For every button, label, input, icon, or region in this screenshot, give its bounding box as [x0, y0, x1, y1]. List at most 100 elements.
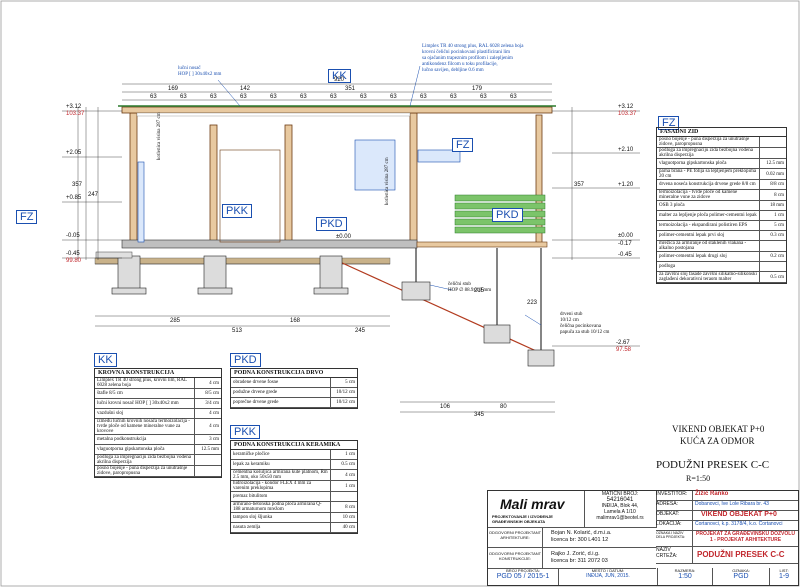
dim-row-h: 63 — [360, 94, 367, 100]
fz-row: za završni sloj fasade završni silikatno… — [657, 271, 786, 283]
fz-row: parna brana - PE folija sa lepljenjem pr… — [657, 168, 786, 180]
tag-fz-mid: FZ — [452, 138, 474, 152]
elev-r1b: 103.37 — [618, 111, 637, 117]
wood-walls — [129, 112, 543, 244]
pkd-row-label: podužne drvene grede — [231, 387, 331, 398]
naziv-proj-value: PROJEKAT ZA GRAĐEVINSKU DOZVOLU 1 - PROJ… — [696, 531, 795, 543]
kk-row-value: 3/4 cm — [194, 398, 221, 409]
elev-e4: -0.05 — [66, 233, 80, 239]
naziv-crt-value: PODUŽNI PRESEK C-C — [697, 550, 785, 559]
dim-row-i: 63 — [390, 94, 397, 100]
dim-top-351: 351 — [345, 86, 356, 92]
fz-row-label: polimer-cementni lepak prvi sloj — [657, 230, 760, 241]
legend-fz: FASADNI ZID posno bojenje - puna disperz… — [656, 127, 787, 284]
roof — [118, 105, 556, 117]
dim-right-223: 223 — [527, 300, 538, 306]
pkd-row-value: 10/12 cm — [330, 397, 357, 408]
kk-row-label: metalna podkonstrukcija — [95, 434, 195, 445]
elev-r7: -2.67 — [616, 340, 630, 346]
fz-row-label: podloga — [657, 261, 760, 272]
kk-row-value — [194, 465, 221, 477]
project-line1: VIKEND OBJEKAT P+0 — [672, 424, 765, 434]
elev-e5: -0.45 — [66, 251, 80, 257]
terrain-slope-line — [339, 261, 546, 356]
fz-row-label: OSB 3 ploča — [657, 200, 760, 211]
foundations — [111, 255, 555, 367]
kk-row-value: 3 cm — [194, 434, 221, 445]
fz-row-value: 5 cm — [759, 220, 786, 231]
elev-r6: -0.45 — [618, 252, 632, 258]
broj-value: PGD 05 / 2015-1 — [496, 573, 550, 580]
fz-row-label: termoizolacija - tvrde ploče od kamene m… — [657, 189, 760, 201]
elev-r4: ±0.00 — [618, 233, 633, 239]
fz-row: podloga za impregnaciju zida bezbojna vo… — [657, 147, 786, 159]
tag-pkd: PKD — [316, 217, 347, 231]
fz-row-label: drvena noseća konstrukcija drvene grede … — [657, 179, 760, 190]
fz-row-value: 8 cm — [759, 189, 786, 201]
dim-pkd-80: 80 — [500, 404, 507, 410]
pkk-row-label: armirano-betonska podna ploča armirana Q… — [231, 501, 331, 513]
objekat-label: OBJEKAT: — [656, 511, 693, 520]
section-scale: R=1:50 — [686, 474, 711, 483]
naziv-crt-label: NAZIV CRTEŽA: — [656, 547, 693, 563]
fz-row: drvena noseća konstrukcija drvene grede … — [657, 179, 786, 190]
elev-r3: +1.20 — [618, 182, 634, 188]
pkk-row-label: cementna košuljica armirana kute platnom… — [231, 469, 331, 481]
fz-row-value: 12.5 mm — [759, 158, 786, 169]
elev-zero: ±0.00 — [336, 234, 351, 240]
legend-pkd-title: PODNA KONSTRUKCIJA DRVO — [231, 369, 357, 378]
dim-right-357: 357 — [574, 182, 585, 188]
pkk-row-value: 10 cm — [330, 512, 357, 523]
elev-e5b: 99.80 — [66, 258, 82, 264]
dim-row-m: 63 — [510, 94, 517, 100]
dim-row-l: 63 — [480, 94, 487, 100]
pkk-row: hidroizolacija - kondor FLEX 4 mm za var… — [231, 480, 357, 492]
fz-row-label: polimer-cementni lepak drugi sloj — [657, 251, 760, 262]
fz-row-value: 0.02 mm — [759, 168, 786, 180]
company-address: INĐIJA, Blok 44, Lamela A 1/10 — [601, 503, 639, 515]
kk-row-value: 8/5 cm — [194, 388, 221, 399]
company-email: malimrav1@beotel.rs — [596, 515, 644, 521]
fz-row-label: mrežica za armiranje od staklenih vlakan… — [657, 240, 760, 252]
pkk-row-label: premaz bitulitom — [231, 491, 331, 502]
fz-row: podloga — [657, 261, 786, 272]
pkk-row-value: 40 cm — [330, 522, 357, 533]
dimension-lines — [77, 83, 573, 413]
lokacija-label: LOKACIJA: — [656, 521, 693, 530]
leaders — [217, 65, 542, 326]
tag-kk: KK — [328, 69, 351, 83]
fz-row-value: 18 mm — [759, 200, 786, 211]
pkd-row-label: poprečne drvene grede — [231, 397, 331, 408]
tag-pkd-legend: PKD — [230, 353, 261, 367]
fz-row-value — [759, 137, 786, 148]
note-hop-top: lučni nosač HOP [ ] 30x40x2 mm — [178, 66, 222, 77]
tag-fz-left: FZ — [16, 210, 38, 224]
lokacija-value: Čortanovci, k.p. 3178/4, k.o. Čortanovci — [695, 521, 783, 527]
kk-row-label: posno bojenje - puna disperzija za unutr… — [95, 465, 195, 477]
steel-posts — [415, 248, 542, 350]
fz-row-value: 8/8 cm — [759, 179, 786, 190]
pkd-row-value: 5 cm — [330, 378, 357, 388]
note-drveni-stub: drveni stub 10/12 cm čelična pocinkovana… — [560, 312, 610, 335]
odg1-label: ODGOVORNI PROJEKTANT ARHITEKTURE: — [488, 527, 543, 547]
dim-row-a: 63 — [150, 94, 157, 100]
pkk-row-value: 0.5 cm — [330, 459, 357, 470]
pkd-row-label: obradene drvene fosne — [231, 378, 331, 388]
elev-e3: +0.85 — [66, 195, 82, 201]
dim-bot-513: 513 — [232, 328, 243, 334]
oznaka-value: PGD — [733, 573, 749, 580]
kk-row: posno bojenje - puna disperzija za unutr… — [95, 465, 221, 477]
tag-pkk: PKK — [222, 204, 253, 218]
dim-left-357: 357 — [72, 182, 83, 188]
